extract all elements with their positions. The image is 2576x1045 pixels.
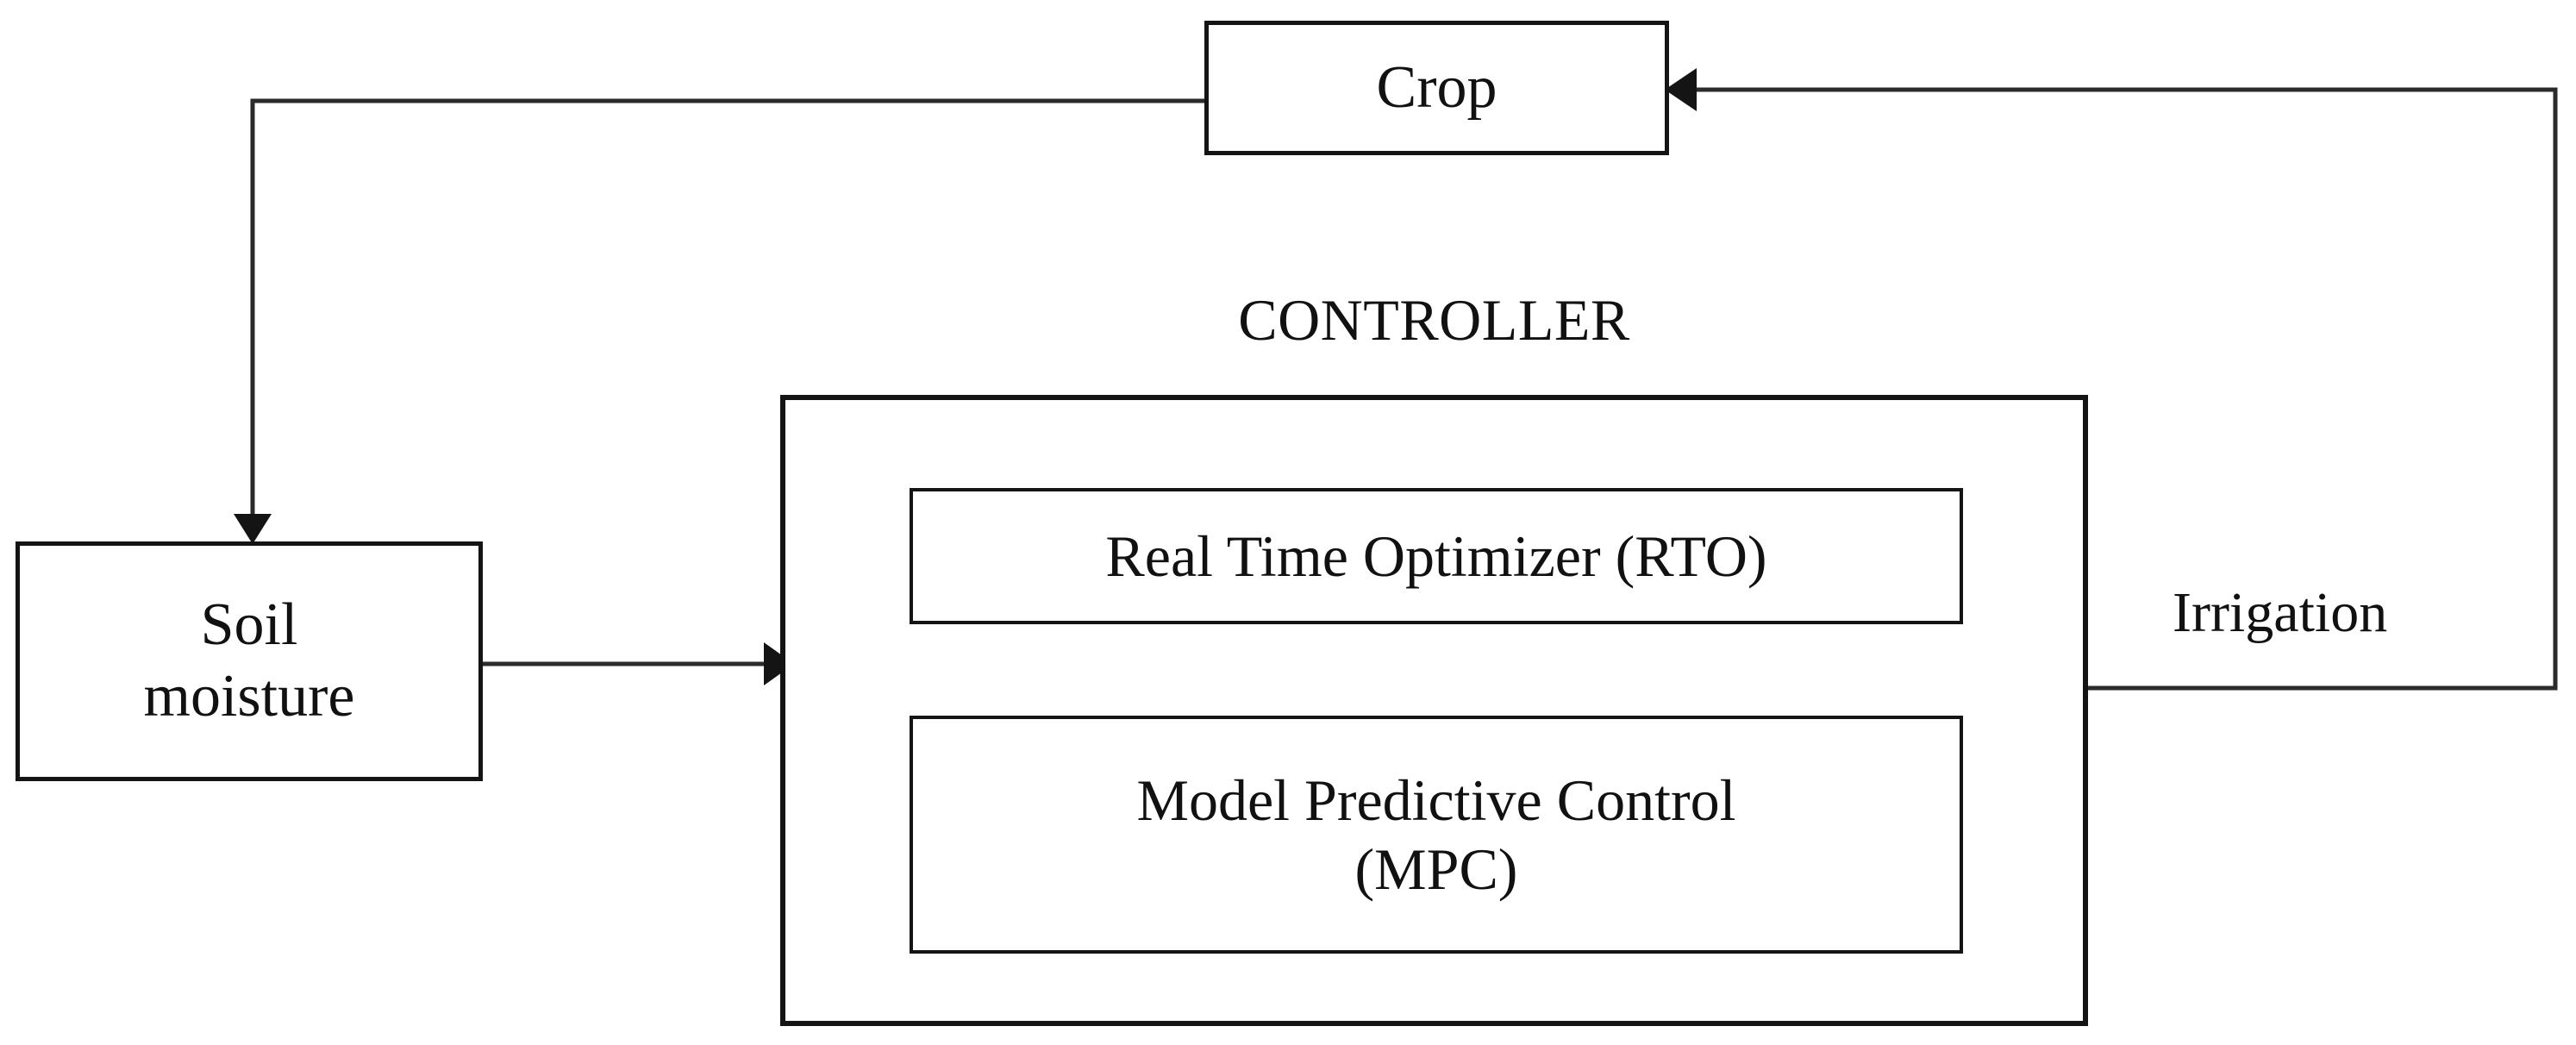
block-soil-moisture-label: Soil moisture: [144, 590, 355, 732]
block-model-predictive-control-label-line1: Model Predictive Control: [1136, 767, 1736, 833]
block-real-time-optimizer-label: Real Time Optimizer (RTO): [1105, 522, 1767, 589]
edge-controller-to-crop-arrowhead: [1665, 68, 1697, 111]
block-crop: Crop: [1204, 21, 1669, 155]
block-soil-moisture-label-line2: moisture: [143, 663, 355, 729]
block-real-time-optimizer: Real Time Optimizer (RTO): [910, 488, 1963, 624]
block-soil-moisture-label-line1: Soil: [200, 591, 298, 659]
controller-title: CONTROLLER: [1238, 287, 1630, 353]
block-model-predictive-control-label: Model Predictive Control (MPC): [1136, 766, 1735, 904]
block-model-predictive-control-label-line2: (MPC): [1354, 836, 1518, 902]
block-model-predictive-control: Model Predictive Control (MPC): [910, 716, 1963, 954]
block-soil-moisture: Soil moisture: [16, 541, 483, 781]
edge-crop-to-soil-moisture-arrowhead: [234, 514, 272, 544]
edge-label-irrigation: Irrigation: [2173, 581, 2388, 644]
block-crop-label: Crop: [1376, 53, 1497, 121]
edge-soil-moisture-to-controller: [483, 642, 794, 685]
